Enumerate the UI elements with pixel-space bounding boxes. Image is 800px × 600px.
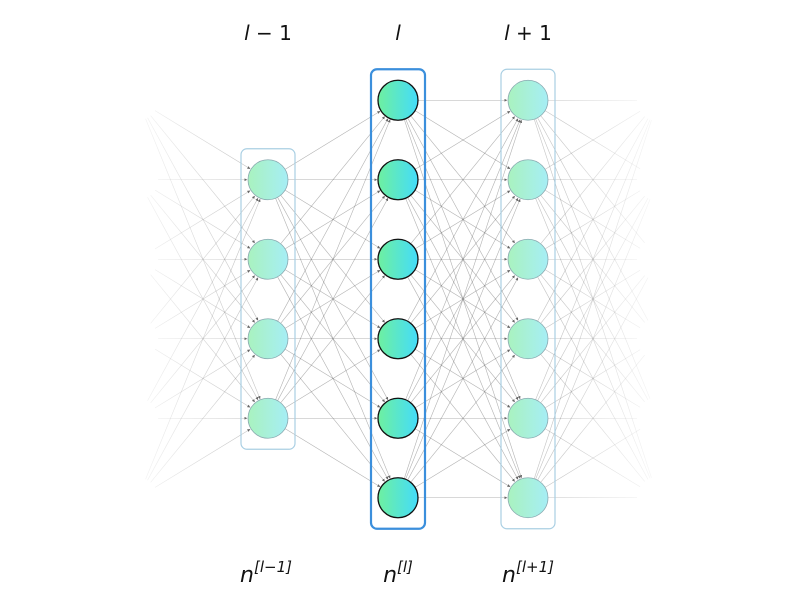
- layer-boxes: [240, 68, 556, 530]
- edge-prev-to-current: [284, 269, 381, 329]
- edge-current-to-next: [410, 354, 515, 483]
- neuron-next: [507, 238, 549, 280]
- edge-prev-to-current: [280, 274, 385, 403]
- edge-prev-to-current: [277, 197, 389, 401]
- layer-title-current: l: [395, 21, 401, 45]
- edge-current-to-next: [414, 110, 511, 170]
- neuron-next: [507, 159, 549, 201]
- neuron-current: [377, 79, 419, 121]
- edge-current-to-next: [414, 348, 511, 408]
- neuron-count-next: n[l+1]: [502, 558, 554, 588]
- svg-text:n[l]: n[l]: [383, 558, 413, 588]
- svg-text:l − 1: l − 1: [244, 21, 292, 45]
- neuron-current: [377, 238, 419, 280]
- svg-text:l + 1: l + 1: [504, 21, 552, 45]
- edge-current-to-next: [410, 354, 515, 482]
- edge-current-to-next: [410, 195, 515, 323]
- neuron-prev: [247, 159, 289, 201]
- edge-prev-to-current: [284, 190, 381, 250]
- neuron-count-next-base: n: [502, 563, 516, 588]
- edge-current-to-next: [410, 115, 515, 244]
- svg-text:n[l−1]: n[l−1]: [240, 558, 292, 588]
- neuron-count-next-super: [l+1]: [516, 558, 554, 576]
- svg-text:l: l: [395, 21, 401, 45]
- edge-current-to-next: [403, 119, 523, 479]
- neuron-next: [507, 318, 549, 360]
- layer-title-next: l + 1: [504, 21, 552, 45]
- fade-right-overlay: [560, 60, 670, 540]
- neuron-nodes: [247, 79, 549, 519]
- edge-current-to-next: [410, 195, 515, 324]
- neuron-count-prev: n[l−1]: [240, 558, 292, 588]
- edge-prev-to-current: [280, 275, 385, 403]
- neuron-count-current: n[l]: [383, 558, 413, 588]
- edge-prev-to-current: [284, 189, 381, 249]
- layer-box-next: [500, 68, 556, 530]
- layer-box-prev: [240, 148, 296, 450]
- edge-current-to-next: [414, 189, 511, 249]
- edge-prev-to-current: [277, 197, 389, 401]
- neuron-count-current-super: [l]: [397, 558, 413, 576]
- edge-prev-to-current: [280, 116, 385, 244]
- edge-current-to-next: [410, 116, 515, 244]
- neuron-next: [507, 79, 549, 121]
- edge-prev-to-current: [277, 118, 389, 322]
- layer-box-current: [369, 68, 427, 530]
- edge-prev-to-current: [280, 195, 385, 323]
- edge-prev-to-current: [284, 110, 381, 170]
- layer-title-prev: l − 1: [244, 21, 292, 45]
- edge-current-to-next: [414, 428, 511, 488]
- neuron-current: [377, 318, 419, 360]
- edge-current-to-next: [414, 110, 511, 170]
- edge-current-to-next: [414, 190, 511, 250]
- neuron-next: [507, 477, 549, 519]
- edge-prev-to-current: [277, 276, 389, 480]
- edge-current-to-next: [403, 119, 523, 479]
- edge-current-to-next: [414, 428, 511, 488]
- edge-current-to-next: [410, 275, 515, 403]
- edge-prev-to-current: [280, 354, 385, 482]
- edge-prev-to-current: [280, 195, 385, 324]
- neuron-prev: [247, 318, 289, 360]
- neuron-current: [377, 477, 419, 519]
- layer-title-current-base: l: [395, 21, 401, 45]
- neuron-prev: [247, 397, 289, 439]
- neuron-prev: [247, 238, 289, 280]
- edge-current-to-next: [410, 274, 515, 403]
- edge-fade-overlays: [120, 60, 670, 540]
- neuron-current: [377, 159, 419, 201]
- neuron-count-prev-super: [l−1]: [254, 558, 292, 576]
- neuron-count-current-base: n: [383, 563, 397, 588]
- edge-prev-to-current: [284, 348, 381, 408]
- neuron-count-prev-base: n: [240, 563, 254, 588]
- layer-title-prev-base: l: [244, 21, 250, 45]
- edge-current-to-next: [414, 349, 511, 409]
- svg-text:n[l+1]: n[l+1]: [502, 558, 554, 588]
- fade-left-overlay: [120, 60, 240, 540]
- neuron-current: [377, 397, 419, 439]
- layer-title-next-base: l: [504, 21, 510, 45]
- layer-title-next-suffix: + 1: [510, 21, 552, 45]
- edge-current-to-next: [414, 269, 511, 329]
- edge-current-to-next: [414, 269, 511, 329]
- layer-title-prev-suffix: − 1: [250, 21, 292, 45]
- neuron-next: [507, 397, 549, 439]
- edge-prev-to-current: [284, 428, 381, 488]
- edge-prev-to-current: [284, 269, 381, 329]
- edge-prev-to-current: [284, 349, 381, 409]
